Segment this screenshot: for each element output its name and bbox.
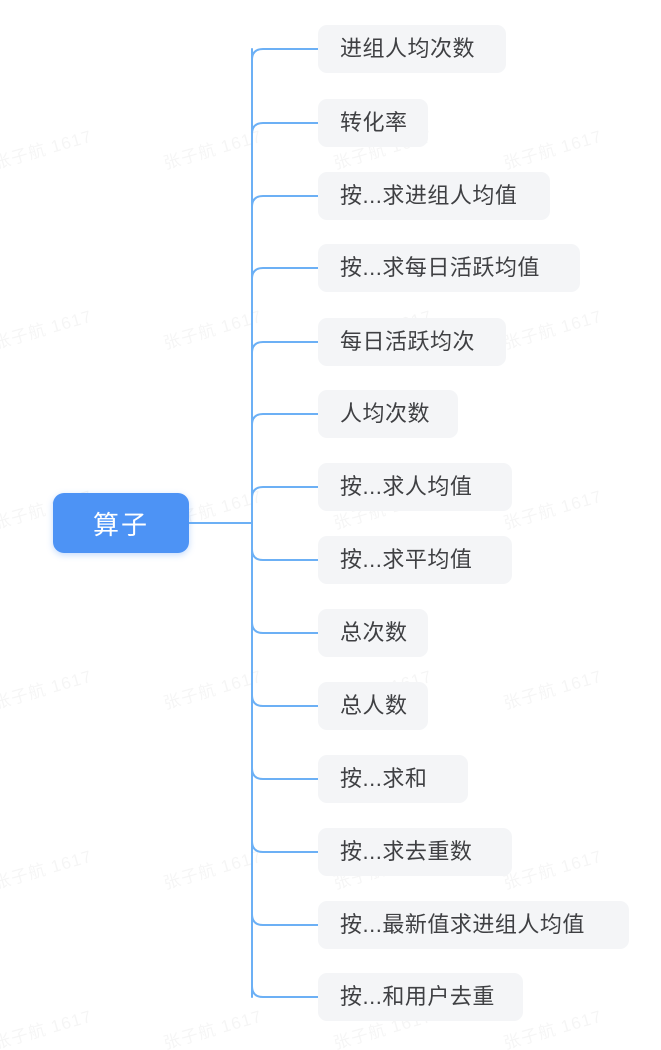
child-node[interactable]: 总人数 bbox=[318, 682, 428, 730]
child-node-label: 按...和用户去重 bbox=[340, 984, 495, 1009]
child-node[interactable]: 按...和用户去重 bbox=[318, 973, 523, 1021]
child-node-label: 按...求人均值 bbox=[340, 474, 473, 499]
root-node-label: 算子 bbox=[92, 509, 149, 540]
child-node[interactable]: 按...求进组人均值 bbox=[318, 172, 550, 220]
child-node[interactable]: 按...求和 bbox=[318, 755, 468, 803]
child-node-label: 按...求进组人均值 bbox=[340, 183, 518, 208]
root-node[interactable]: 算子 bbox=[53, 493, 189, 553]
child-node[interactable]: 人均次数 bbox=[318, 390, 458, 438]
child-node-label: 按...求每日活跃均值 bbox=[340, 255, 540, 280]
child-node[interactable]: 按...求平均值 bbox=[318, 536, 512, 584]
child-node[interactable]: 按...求去重数 bbox=[318, 828, 512, 876]
child-node[interactable]: 按...最新值求进组人均值 bbox=[318, 901, 629, 949]
child-node[interactable]: 按...求人均值 bbox=[318, 463, 512, 511]
child-node-label: 按...求平均值 bbox=[340, 547, 473, 572]
child-node[interactable]: 按...求每日活跃均值 bbox=[318, 244, 580, 292]
child-node[interactable]: 总次数 bbox=[318, 609, 428, 657]
child-node-label: 总次数 bbox=[340, 620, 408, 645]
child-node-label: 转化率 bbox=[340, 110, 408, 135]
child-node-label: 总人数 bbox=[340, 693, 408, 718]
child-node-label: 人均次数 bbox=[340, 401, 431, 426]
child-node-label: 按...求和 bbox=[340, 766, 428, 791]
child-node[interactable]: 每日活跃均次 bbox=[318, 318, 506, 366]
child-node-label: 进组人均次数 bbox=[340, 36, 476, 61]
child-node-label: 每日活跃均次 bbox=[340, 329, 476, 354]
child-node[interactable]: 进组人均次数 bbox=[318, 25, 506, 73]
child-node[interactable]: 转化率 bbox=[318, 99, 428, 147]
child-node-label: 按...求去重数 bbox=[340, 839, 473, 864]
child-node-label: 按...最新值求进组人均值 bbox=[340, 912, 585, 937]
